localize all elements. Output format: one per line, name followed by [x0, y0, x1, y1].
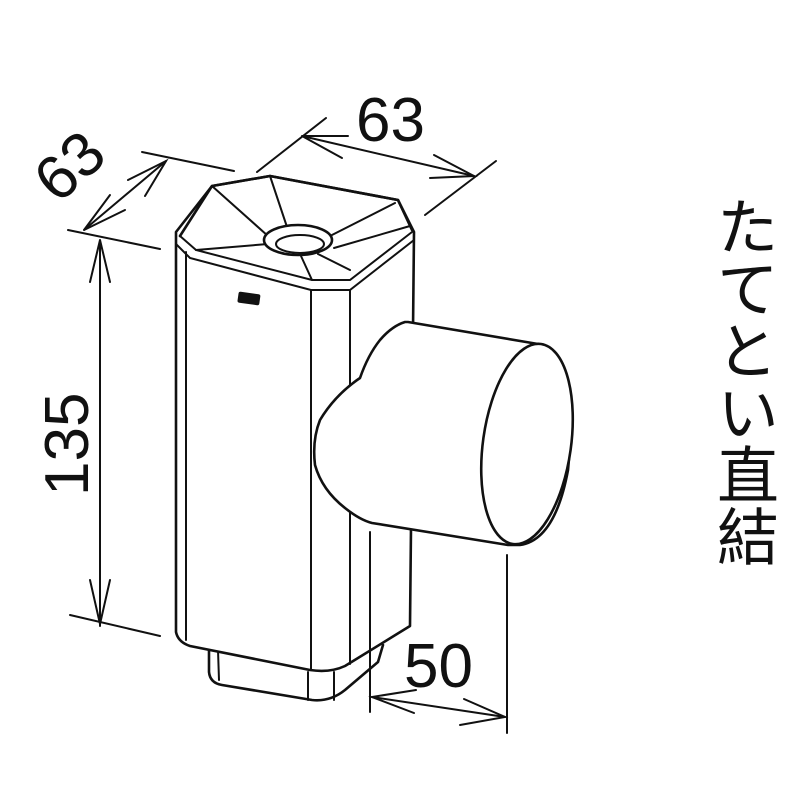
dimension-height: 135 [33, 239, 161, 637]
dimension-width-value: 63 [356, 86, 425, 155]
dimension-height-value: 135 [33, 393, 102, 496]
label-plate [237, 291, 261, 306]
product-type-label: たてとい直結 [706, 195, 779, 567]
dimension-width: 63 [256, 86, 497, 216]
dimension-outlet: 50 [368, 531, 509, 734]
fitting-body [174, 174, 416, 702]
dimension-outlet-value: 50 [404, 632, 473, 701]
dimension-depth-value: 63 [21, 118, 118, 215]
side-outlet [312, 320, 575, 547]
